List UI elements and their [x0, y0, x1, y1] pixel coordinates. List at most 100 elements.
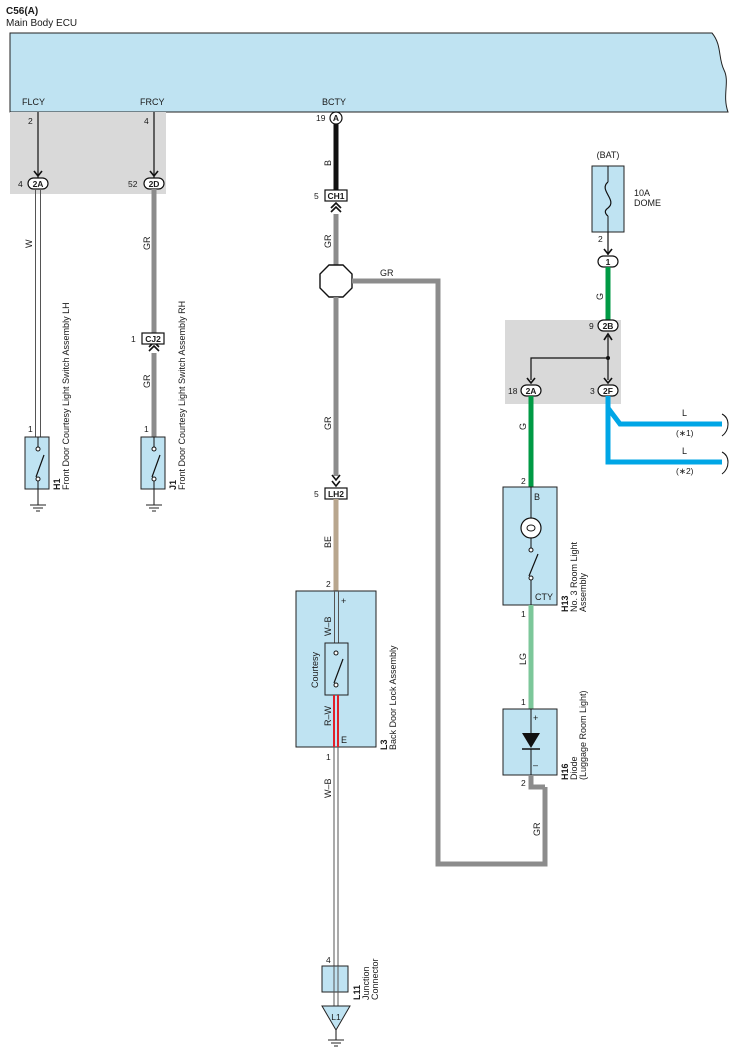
fuse-source: (BAT)	[597, 150, 620, 160]
ecu-code: C56(A)	[6, 6, 38, 17]
l11-pin: 4	[326, 955, 331, 965]
wire-l-label-2: L	[682, 446, 687, 456]
wire-w-label: W	[24, 239, 34, 248]
h16-name-1: Diode	[569, 756, 579, 780]
wire-wb-label-inner: W–B	[323, 616, 333, 636]
wire-gr-label-4: GR	[380, 268, 394, 278]
h1-name: Front Door Courtesy Light Switch Assembl…	[61, 302, 71, 490]
l11-name-1: Junction	[361, 966, 371, 1000]
ground-point-l1	[321, 1005, 351, 1031]
l11-name-2: Connector	[370, 958, 380, 1000]
connector-ch1-pin: 5	[314, 191, 319, 201]
h1-pin: 1	[28, 424, 33, 434]
connector-2f-pin: 3	[590, 386, 595, 396]
connector-2b	[597, 319, 619, 332]
arrow-down-icon	[331, 480, 341, 487]
fuse-pin: 2	[598, 234, 603, 244]
h13-pin-top: 2	[521, 476, 526, 486]
l3-plus: +	[341, 596, 346, 606]
h16-name-2: (Luggage Room Light)	[578, 690, 588, 780]
connector-2d-label: 2D	[149, 179, 160, 189]
diode-icon	[522, 733, 540, 748]
connector-2d-pin: 52	[128, 179, 138, 189]
connector-2a-left-label: 2A	[33, 179, 44, 189]
connector-lh2-label: LH2	[328, 489, 344, 499]
switch-contact-icon	[528, 553, 539, 577]
connector-a-label: A	[333, 113, 339, 123]
chevron-up-icon	[330, 202, 342, 213]
splice-point	[319, 264, 353, 298]
ecu-terminal-bcty: BCTY	[322, 97, 346, 107]
h13-box	[502, 486, 558, 606]
pin-flcy: 2	[28, 116, 33, 126]
wire-l-label-1: L	[682, 408, 687, 418]
h13-code: H13	[560, 595, 570, 612]
h13-pin-bottom: 1	[521, 609, 526, 619]
j1-name: Front Door Courtesy Light Switch Assembl…	[177, 301, 187, 490]
l3-inner-label: Courtesy	[310, 651, 320, 688]
h16-code: H16	[560, 763, 570, 780]
connector-cj2	[141, 332, 165, 345]
l11-code: L11	[352, 985, 362, 1000]
l3-name: Back Door Lock Assembly	[388, 645, 398, 750]
connector-cj2-label: CJ2	[145, 334, 161, 344]
connector-2f-label: 2F	[603, 386, 613, 396]
wire-g-label-1: G	[595, 293, 605, 300]
l3-switch-box	[324, 642, 349, 696]
wire-gr-label-1: GR	[142, 236, 152, 250]
connector-cj2-pin: 1	[131, 334, 136, 344]
connector-2b-pin: 9	[589, 321, 594, 331]
wire-b-label: B	[323, 160, 333, 166]
connector-2a-left-pin: 4	[18, 179, 23, 189]
connector-2a-right-pin: 18	[508, 386, 518, 396]
h1-code: H1	[52, 478, 62, 490]
wire-rw-label: R–W	[323, 705, 333, 726]
h13-name-2: Assembly	[578, 572, 588, 612]
bulb-icon	[520, 517, 542, 539]
connector-2b-label: 2B	[603, 321, 614, 331]
h16-minus: –	[533, 760, 538, 770]
l3-e: E	[341, 735, 347, 745]
ecu-terminal-flcy: FLCY	[22, 97, 45, 107]
h16-pin-top: 1	[521, 697, 526, 707]
l3-pin-bottom: 1	[326, 752, 331, 762]
wire-g-label-2: G	[518, 423, 528, 430]
h13-b: B	[534, 492, 540, 502]
connector-ch1-label: CH1	[327, 191, 344, 201]
wire-be-label: BE	[323, 536, 333, 548]
wire-gr-label-5: GR	[323, 416, 333, 430]
j1-pin: 1	[144, 424, 149, 434]
h13-name-1: No. 3 Room Light	[569, 541, 579, 612]
ground-icon	[327, 1039, 345, 1047]
pin-bcty: 19	[316, 113, 326, 123]
fuse-name: DOME	[634, 198, 661, 208]
wire-lg-label: LG	[518, 653, 528, 665]
connector-2a-left	[27, 177, 49, 190]
wire-wb-label: W–B	[323, 778, 333, 798]
l3-pin-top: 2	[326, 579, 331, 589]
switch-contact-icon	[333, 658, 344, 684]
ecu-name: Main Body ECU	[6, 18, 77, 29]
ground-icon	[29, 504, 47, 512]
note-1: (∗1)	[676, 428, 694, 438]
l3-code: L3	[379, 739, 389, 750]
h16-plus: +	[533, 713, 538, 723]
wire-continues-icon	[721, 413, 729, 437]
ecu-terminal-frcy: FRCY	[140, 97, 165, 107]
switch-contact-icon	[35, 454, 45, 478]
ground-point-label: L1	[331, 1012, 341, 1022]
j1-code: J1	[168, 480, 178, 490]
ecu-box	[9, 32, 729, 113]
wire-gr-label-3: GR	[323, 234, 333, 248]
l11-box	[321, 965, 349, 993]
wire-gr-label-2: GR	[142, 374, 152, 388]
wire-continues-icon	[721, 451, 729, 475]
connector-ch1	[324, 189, 348, 202]
pin-frcy: 4	[144, 116, 149, 126]
connector-1-label: 1	[606, 257, 611, 267]
ground-icon	[145, 504, 163, 512]
wire-gr-label-6: GR	[532, 822, 542, 836]
h13-cty: CTY	[535, 592, 553, 602]
note-2: (∗2)	[676, 466, 694, 476]
